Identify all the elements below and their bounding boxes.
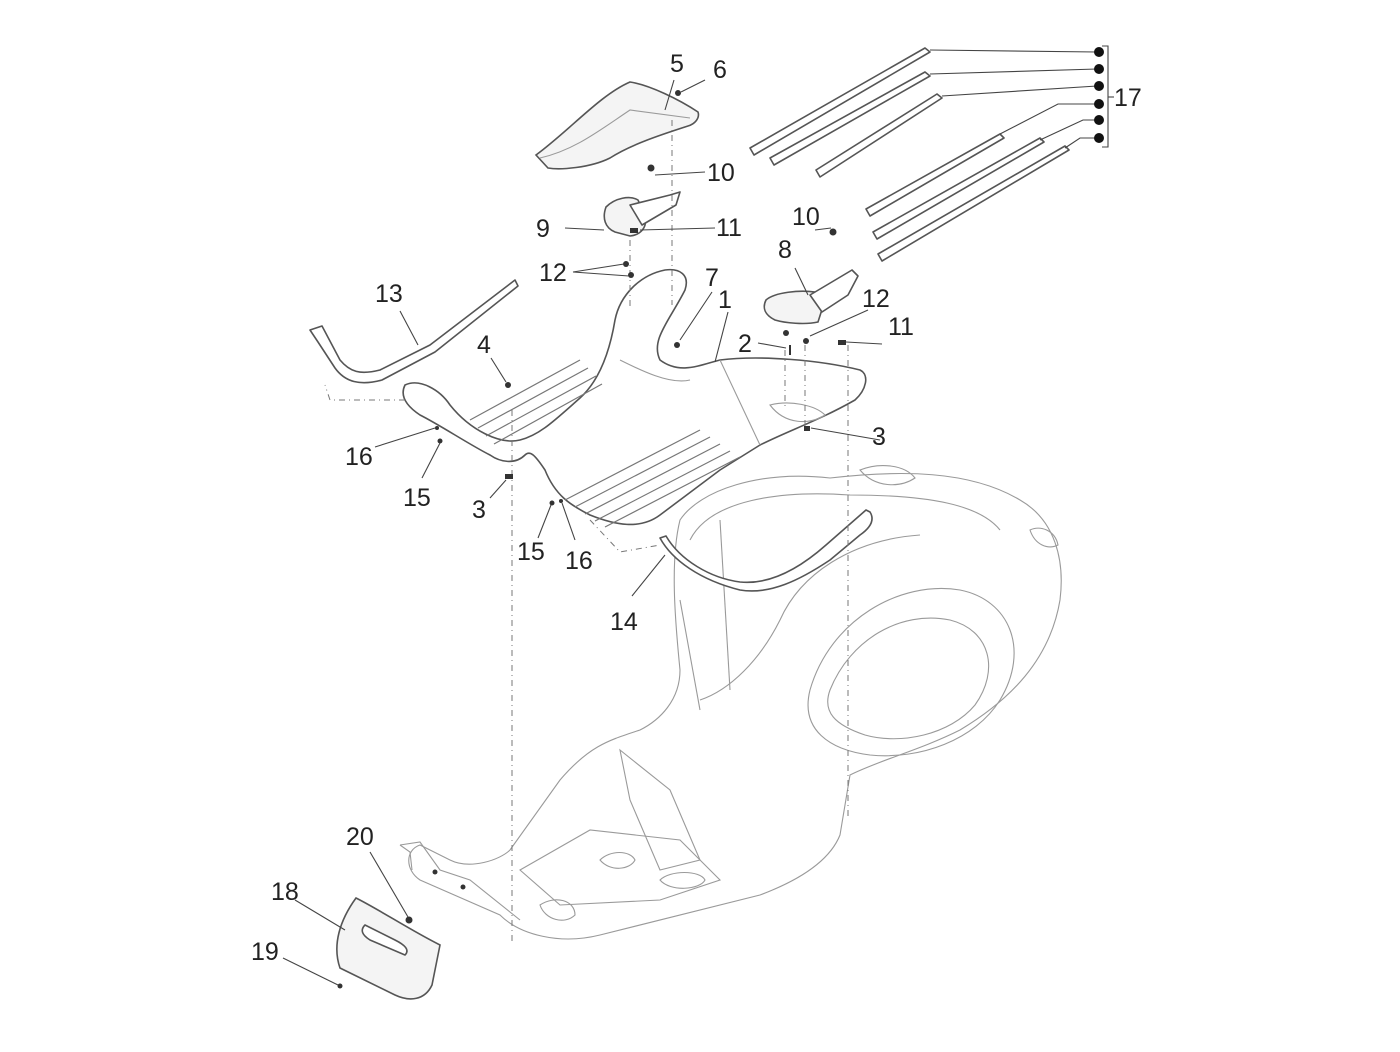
- callout-15: 15: [517, 538, 545, 566]
- assembly-lines: [324, 120, 849, 945]
- part-front-tab: [399, 844, 413, 871]
- part-5-cover: [534, 81, 700, 170]
- callout-15: 15: [403, 484, 431, 512]
- callout-13: 13: [375, 280, 403, 308]
- group-17-dot: [1094, 81, 1104, 91]
- callout-16: 16: [345, 443, 373, 471]
- callout-7: 7: [705, 264, 719, 292]
- callout-6: 6: [713, 56, 727, 84]
- part-8-footrest: [763, 269, 859, 325]
- callout-20: 20: [346, 823, 374, 851]
- part-14-rail: [659, 509, 873, 592]
- group-17-dot: [1094, 47, 1104, 57]
- callout-labels: 5 6 10 9 11 12 7 1 10 8 12 11 2 3 13 4 1…: [251, 50, 1142, 966]
- group-17-dot: [1094, 115, 1104, 125]
- callout-5: 5: [670, 50, 684, 78]
- callout-16: 16: [565, 547, 593, 575]
- part-1-floor-panel: [402, 268, 867, 528]
- callout-19: 19: [251, 938, 279, 966]
- callout-leaders: [282, 79, 883, 986]
- part-18-cover: [336, 896, 441, 1000]
- callout-12: 12: [862, 285, 890, 313]
- group-17-bracket: [929, 45, 1114, 149]
- callout-3: 3: [472, 496, 486, 524]
- scooter-body-frame: [399, 465, 1062, 940]
- part-9-footrest: [603, 191, 681, 237]
- callout-18: 18: [271, 878, 299, 906]
- callout-11: 11: [888, 313, 914, 341]
- callout-17: 17: [1114, 84, 1142, 112]
- callout-4: 4: [477, 331, 491, 359]
- callout-10: 10: [792, 203, 820, 231]
- callout-9: 9: [536, 215, 550, 243]
- callout-10: 10: [707, 159, 735, 187]
- callout-3: 3: [872, 423, 886, 451]
- callout-2: 2: [738, 330, 752, 358]
- part-17-strips: [749, 47, 1070, 262]
- callout-12: 12: [539, 259, 567, 287]
- callout-1: 1: [718, 286, 732, 314]
- part-13-trim: [309, 279, 519, 384]
- group-17-dot: [1094, 133, 1104, 143]
- callout-14: 14: [610, 608, 638, 636]
- part-5-detail: [539, 109, 691, 159]
- group-17-dot: [1094, 99, 1104, 109]
- callout-11: 11: [716, 214, 742, 242]
- group-17-dot: [1094, 64, 1104, 74]
- hardware-fasteners: [337, 90, 846, 989]
- callout-8: 8: [778, 236, 792, 264]
